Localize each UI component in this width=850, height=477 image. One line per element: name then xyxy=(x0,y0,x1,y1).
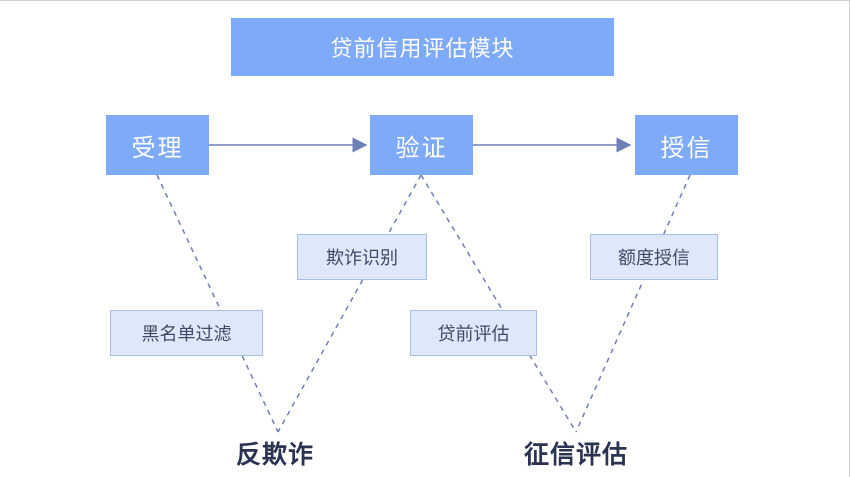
module-title: 贷前信用评估模块 xyxy=(231,18,614,76)
label-blacklist-filter: 黑名单过滤 xyxy=(110,310,263,356)
step-accept: 受理 xyxy=(106,115,209,175)
label-fraud-identify: 欺诈识别 xyxy=(297,234,427,280)
dashed-line-verify-antifraud xyxy=(277,174,422,433)
frame-border-top xyxy=(0,0,850,1)
label-credit-limit: 额度授信 xyxy=(590,234,718,280)
label-pre-loan-eval: 贷前评估 xyxy=(410,310,537,356)
dashed-line-accept-antifraud xyxy=(156,174,279,433)
dashed-line-verify-crediteval xyxy=(420,174,577,433)
step-credit: 授信 xyxy=(635,115,738,175)
group-label-anti-fraud: 反欺诈 xyxy=(236,440,315,469)
step-verify: 验证 xyxy=(370,115,473,175)
dashed-line-credit-crediteval xyxy=(575,174,691,433)
group-label-credit-eval: 征信评估 xyxy=(524,440,629,469)
